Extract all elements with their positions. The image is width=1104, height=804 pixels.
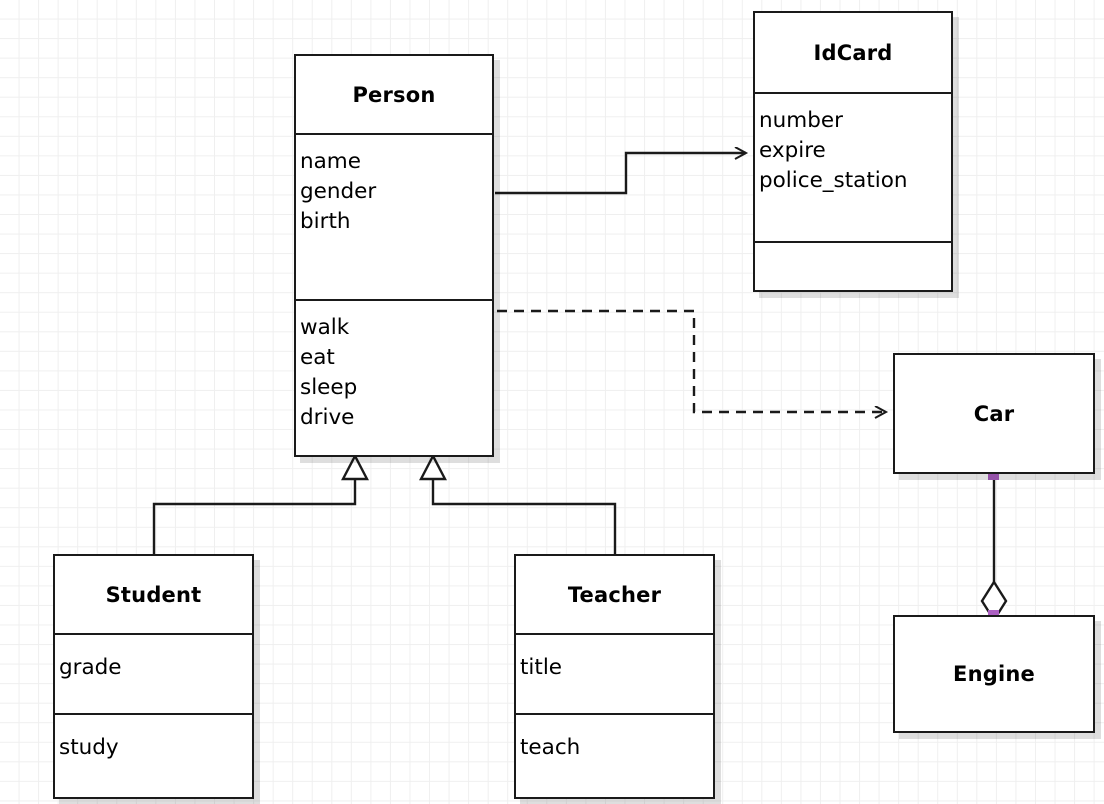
class-attributes-person: name gender birth (296, 133, 492, 299)
class-methods-idcard (755, 241, 951, 290)
attribute-item: number (759, 108, 843, 133)
class-name-label: Student (105, 582, 202, 607)
attribute-item: gender (300, 179, 377, 204)
class-name-label: Person (352, 82, 436, 107)
class-title-person: Person (296, 56, 492, 133)
method-item: teach (520, 735, 581, 760)
edge-teacher-person[interactable] (419, 453, 617, 554)
method-item: study (59, 735, 119, 760)
attribute-item: grade (59, 655, 122, 680)
class-name-label: IdCard (813, 40, 893, 65)
class-title-idcard: IdCard (755, 13, 951, 92)
class-name-label: Engine (953, 662, 1035, 686)
class-attributes-teacher: title (516, 633, 713, 713)
edge-student-person[interactable] (152, 453, 369, 554)
class-box-student[interactable]: Student grade study (53, 554, 254, 799)
hollow-triangle-icon (341, 453, 369, 481)
hollow-triangle-icon (419, 453, 447, 481)
attribute-item: birth (300, 209, 351, 234)
class-methods-student: study (55, 713, 252, 797)
class-attributes-idcard: number expire police_station (755, 92, 951, 241)
class-box-teacher[interactable]: Teacher title teach (514, 554, 715, 799)
class-attributes-student: grade (55, 633, 252, 713)
edge-person-idcard[interactable] (495, 153, 746, 195)
edge-person-car[interactable] (497, 309, 886, 412)
class-box-idcard[interactable]: IdCard number expire police_station (753, 11, 953, 292)
attribute-item: police_station (759, 168, 908, 193)
class-name-label: Car (973, 401, 1015, 426)
class-box-engine[interactable]: Engine (893, 615, 1095, 733)
class-box-car[interactable]: Car (893, 353, 1095, 474)
class-title-engine: Engine (895, 617, 1093, 731)
attribute-item: expire (759, 138, 826, 163)
method-item: sleep (300, 375, 358, 400)
class-title-car: Car (895, 355, 1093, 472)
class-name-label: Teacher (567, 582, 662, 607)
class-title-teacher: Teacher (516, 556, 713, 633)
attribute-item: title (520, 655, 563, 680)
attribute-item: name (300, 149, 361, 174)
method-item: walk (300, 315, 350, 340)
method-item: eat (300, 345, 335, 370)
class-methods-teacher: teach (516, 713, 713, 797)
class-title-student: Student (55, 556, 252, 633)
method-item: drive (300, 405, 355, 430)
handle-car-bottom[interactable] (988, 469, 999, 480)
class-box-person[interactable]: Person name gender birth walk eat sleep … (294, 54, 494, 457)
class-methods-person: walk eat sleep drive (296, 299, 492, 455)
edge-car-engine[interactable] (980, 474, 1008, 623)
